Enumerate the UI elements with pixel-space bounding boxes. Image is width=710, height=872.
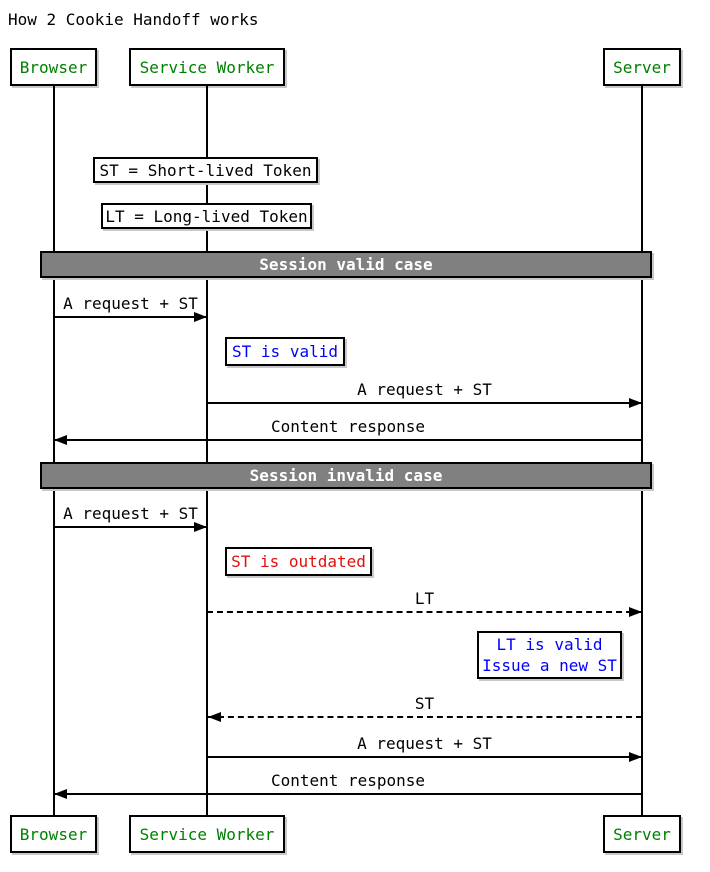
actor-service-worker-top: Service Worker [129,48,285,86]
note-st-is-valid: ST is valid [225,337,345,366]
actor-browser-top: Browser [10,48,97,86]
arrowhead-right-icon [629,752,642,762]
note-lt-is-valid-line1: LT is valid [496,635,603,654]
message-label-request-st-2: A request + ST [357,380,492,399]
note-long-lived-token: LT = Long-lived Token [101,203,312,229]
arrowhead-right-icon [194,312,207,322]
message-label-lt: LT [414,589,435,608]
note-st-is-outdated: ST is outdated [225,547,372,576]
message-line-lt [207,611,642,613]
actor-server-top: Server [603,48,681,86]
message-line-content-response-1 [54,439,642,441]
arrowhead-left-icon [208,712,221,722]
actor-browser-bottom: Browser [10,815,97,853]
message-label-request-st-3: A request + ST [63,504,198,523]
divider-session-invalid: Session invalid case [40,462,652,489]
message-line-request-st-3 [54,526,207,528]
divider-session-valid: Session valid case [40,251,652,278]
arrowhead-right-icon [194,522,207,532]
actor-server-bottom: Server [603,815,681,853]
arrowhead-left-icon [54,789,67,799]
lifeline-browser [53,86,55,815]
message-line-request-st-4 [207,756,642,758]
message-line-content-response-2 [54,793,642,795]
lifeline-server [641,86,643,815]
message-label-request-st-4: A request + ST [357,734,492,753]
arrowhead-right-icon [629,607,642,617]
lifeline-service-worker [206,86,208,815]
message-line-request-st-2 [207,402,642,404]
message-label-st: ST [414,694,435,713]
note-lt-is-valid-line2: Issue a new ST [482,656,617,675]
arrowhead-right-icon [629,398,642,408]
message-label-content-response-2: Content response [270,771,426,790]
note-short-lived-token: ST = Short-lived Token [93,157,318,183]
message-label-request-st-1: A request + ST [63,294,198,313]
note-lt-is-valid: LT is valid Issue a new ST [477,631,622,679]
diagram-title: How 2 Cookie Handoff works [8,10,259,29]
actor-service-worker-bottom: Service Worker [129,815,285,853]
message-line-request-st-1 [54,316,207,318]
message-line-st [208,716,642,718]
message-label-content-response-1: Content response [270,417,426,436]
arrowhead-left-icon [54,435,67,445]
